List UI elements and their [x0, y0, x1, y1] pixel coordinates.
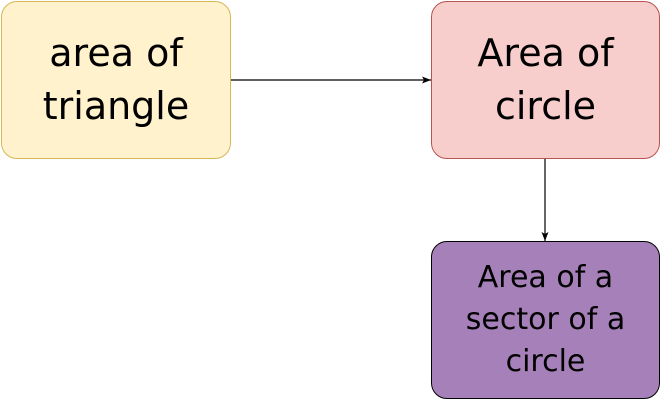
- node-area-of-triangle-label: area of triangle: [42, 30, 190, 128]
- node-area-of-sector: Area of a sector of a circle: [431, 241, 660, 399]
- node-area-of-triangle: area of triangle: [1, 1, 231, 159]
- node-area-of-sector-label: Area of a sector of a circle: [465, 260, 626, 379]
- node-area-of-circle-label: Area of circle: [477, 30, 614, 128]
- node-area-of-circle: Area of circle: [431, 1, 660, 159]
